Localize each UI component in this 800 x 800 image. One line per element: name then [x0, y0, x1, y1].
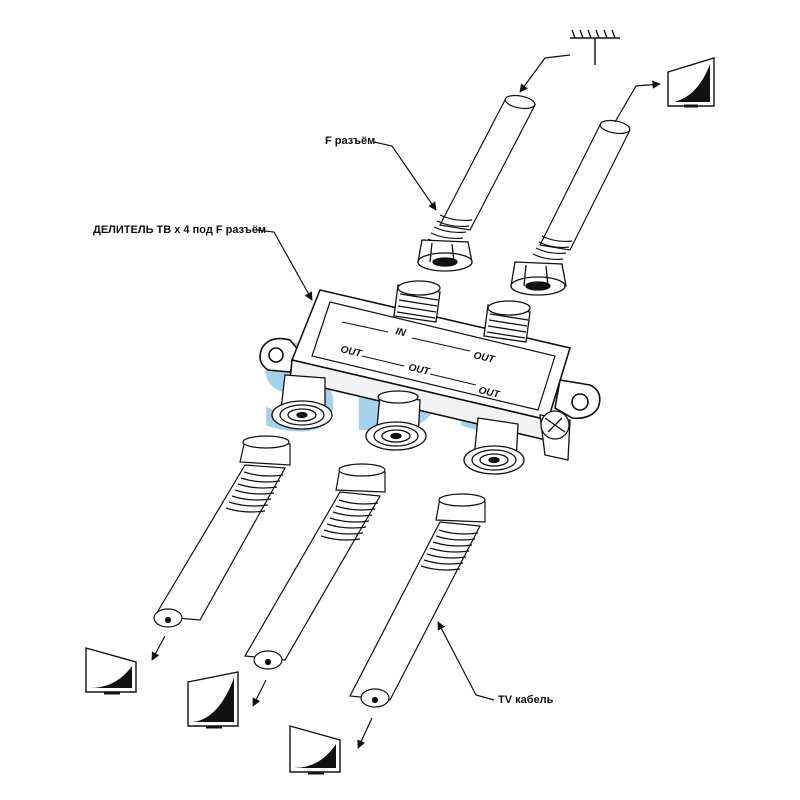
label-tv-cable: TV кабель [498, 694, 554, 706]
cable-top-tv [532, 119, 631, 261]
port-label-out-middle: OUT [407, 362, 431, 378]
tv-icon [85, 647, 137, 695]
port-label-out-right: OUT [477, 385, 501, 401]
cable-bottom-middle [244, 463, 386, 670]
arrow-top-tv [614, 80, 661, 123]
port-out-bottom-right [463, 417, 525, 475]
port-in-top [393, 280, 441, 323]
tv-icon [667, 57, 715, 108]
cable-bottom-right [349, 493, 486, 708]
arrow-antenna [519, 54, 571, 93]
cable-bottom-left [153, 435, 291, 628]
arrow-tv-right [357, 717, 373, 749]
cable-antenna [427, 94, 536, 246]
label-f-connector: F разъём [325, 135, 376, 147]
tv-icon [187, 671, 239, 729]
port-out-bottom-left [271, 374, 333, 430]
leader-splitter [255, 229, 313, 301]
label-splitter: ДЕЛИТЕЛЬ ТВ х 4 под F разъём [93, 224, 267, 236]
tv-icon [289, 725, 341, 775]
leader-f-connector [373, 141, 437, 211]
ground-screw [539, 410, 571, 461]
arrow-tv-middle [252, 679, 267, 707]
port-label-out-top: OUT [472, 350, 496, 366]
port-label-out-left: OUT [339, 344, 363, 360]
port-label-in: IN [394, 326, 407, 339]
arrow-tv-left [151, 635, 166, 661]
port-out-top [483, 300, 531, 343]
port-out-bottom-middle [365, 390, 427, 451]
leader-tv-cable [437, 621, 495, 701]
f-connector-top-tv [510, 261, 567, 296]
antenna-icon [570, 29, 620, 65]
f-connector-antenna [417, 239, 473, 272]
